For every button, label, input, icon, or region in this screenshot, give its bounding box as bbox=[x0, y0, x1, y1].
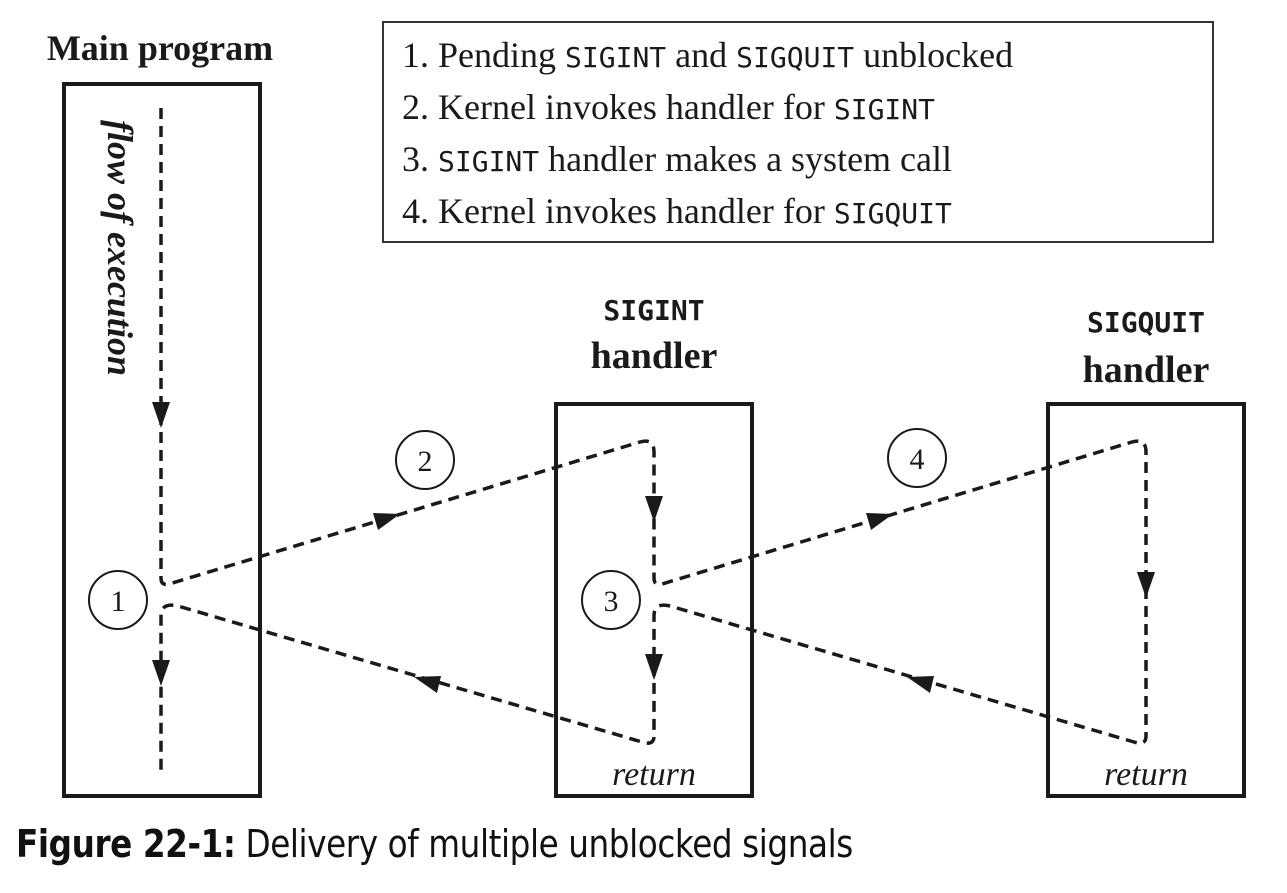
legend-item-text: Kernel invokes handler for bbox=[438, 191, 834, 231]
flow-of-execution-label: flow of execution bbox=[100, 120, 140, 376]
sigquit-handler-label: handler bbox=[1083, 349, 1210, 391]
legend-signal-name: SIGQUIT bbox=[736, 41, 854, 74]
legend-item-text: Pending bbox=[438, 35, 565, 75]
svg-text:3: 3 bbox=[604, 585, 619, 618]
legend-signal-name: SIGINT bbox=[565, 41, 666, 74]
legend-item-text: unblocked bbox=[854, 35, 1013, 75]
svg-text:2: 2 bbox=[418, 445, 433, 478]
figure-caption-label: Figure 22-1: bbox=[16, 822, 236, 866]
main-program-title: Main program bbox=[47, 28, 273, 68]
sigint-handler-signal: SIGINT bbox=[603, 294, 704, 327]
legend-box bbox=[382, 21, 1214, 243]
legend-item-4: 4. Kernel invokes handler for SIGQUIT bbox=[402, 191, 952, 231]
arrow-invoke-sigint-icon bbox=[373, 513, 400, 530]
figure-caption-text: Delivery of multiple unblocked signals bbox=[235, 822, 853, 866]
legend-list: 1. Pending SIGINT and SIGQUIT unblocked 2… bbox=[402, 35, 1013, 231]
arrow-return-sigint-icon bbox=[907, 676, 934, 693]
legend-item-text: Kernel invokes handler for bbox=[438, 87, 834, 127]
arrow-sigint-return-down-icon bbox=[645, 654, 663, 680]
legend-item-2: 2. Kernel invokes handler for SIGINT bbox=[402, 87, 935, 127]
legend-item-1: 1. Pending SIGINT and SIGQUIT unblocked bbox=[402, 35, 1013, 75]
step-marker-1: 1 bbox=[88, 570, 148, 630]
step-marker-4: 4 bbox=[887, 428, 947, 488]
legend-signal-name: SIGQUIT bbox=[834, 197, 952, 230]
legend-item-text: and bbox=[666, 35, 736, 75]
arrow-main-down-icon bbox=[152, 402, 170, 428]
arrow-main-return-down-icon bbox=[152, 660, 170, 686]
legend-signal-name: SIGINT bbox=[834, 93, 935, 126]
legend-item-text: handler makes a system call bbox=[539, 139, 952, 179]
svg-text:1: 1 bbox=[111, 585, 126, 618]
legend-item-number: 1. bbox=[402, 35, 438, 75]
sigint-handler-label: handler bbox=[591, 335, 718, 377]
arrow-sigquit-down-icon bbox=[1137, 572, 1155, 598]
sigquit-handler-box bbox=[1046, 402, 1246, 798]
arrow-invoke-sigquit-icon bbox=[866, 513, 893, 530]
step-marker-2: 2 bbox=[395, 430, 455, 490]
svg-text:4: 4 bbox=[910, 443, 925, 476]
sigint-return-label: return bbox=[612, 756, 696, 793]
legend-item-3: 3. SIGINT handler makes a system call bbox=[402, 139, 952, 179]
legend-item-number: 3. bbox=[402, 139, 438, 179]
sigquit-return-label: return bbox=[1104, 756, 1188, 793]
sigquit-handler-signal: SIGQUIT bbox=[1087, 306, 1205, 339]
main-program-box bbox=[62, 82, 262, 798]
arrow-return-main-icon bbox=[414, 676, 441, 693]
legend-signal-name: SIGINT bbox=[438, 145, 539, 178]
legend-item-number: 4. bbox=[402, 191, 438, 231]
step-marker-3: 3 bbox=[581, 570, 641, 630]
figure-caption: Figure 22-1: Delivery of multiple unbloc… bbox=[16, 822, 853, 866]
arrow-sigint-down-icon bbox=[645, 496, 663, 522]
legend-item-number: 2. bbox=[402, 87, 438, 127]
sigint-handler-box bbox=[554, 402, 754, 798]
